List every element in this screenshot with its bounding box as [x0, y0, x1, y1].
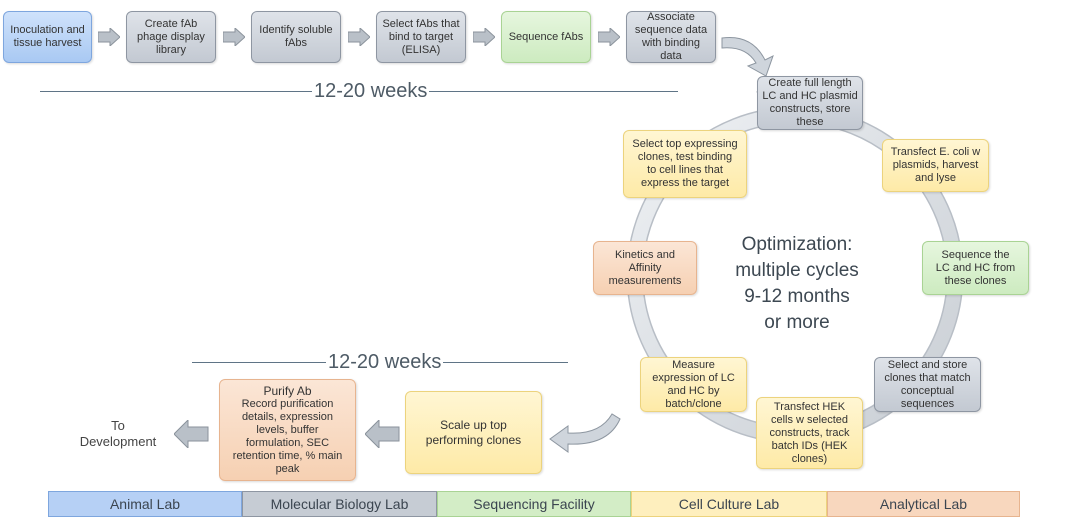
step-phage-library: Create fAb phage display library	[126, 11, 216, 63]
cycle-step-select-store-clones: Select and store clones that match conce…	[874, 357, 981, 412]
to-development-label: To Development	[79, 418, 157, 449]
cycle-step-create-plasmid: Create full length LC and HC plasmid con…	[757, 76, 863, 130]
arrow-right-icon	[598, 28, 620, 46]
curved-arrow-top-icon	[721, 36, 774, 77]
lab-cell-culture: Cell Culture Lab	[631, 491, 827, 517]
purify-ab-details: Record purification details, expression …	[232, 397, 343, 475]
arrow-right-icon	[473, 28, 495, 46]
cycle-step-measure-expression: Measure expression of LC and HC by batch…	[640, 357, 747, 412]
cycle-step-select-top-expressing: Select top expressing clones, test bindi…	[623, 130, 747, 198]
step-scale-up: Scale up top performing clones	[405, 391, 542, 474]
cycle-step-transfect-hek: Transfect HEK cells w selected construct…	[756, 397, 863, 469]
cycle-step-transfect-ecoli: Transfect E. coli w plasmids, harvest an…	[882, 139, 989, 192]
arrow-left-icon	[174, 420, 209, 448]
curved-arrow-bottom-icon	[549, 413, 621, 453]
arrow-left-icon	[365, 420, 400, 448]
arrow-right-icon	[223, 28, 245, 46]
step-identify-soluble: Identify soluble fAbs	[251, 11, 341, 63]
step-associate-data: Associate sequence data with binding dat…	[626, 11, 716, 63]
step-select-elisa: Select fAbs that bind to target (ELISA)	[376, 11, 466, 63]
arrow-right-icon	[98, 28, 120, 46]
arrow-right-icon	[348, 28, 370, 46]
optimization-label: Optimization: multiple cycles 9-12 month…	[735, 234, 859, 333]
step-inoculation: Inoculation and tissue harvest	[3, 11, 92, 63]
step-sequence-fabs: Sequence fAbs	[501, 11, 591, 63]
duration-label-top: 12-20 weeks	[312, 80, 430, 103]
lab-analytical: Analytical Lab	[827, 491, 1020, 517]
purify-ab-title: Purify Ab	[263, 383, 312, 398]
step-purify-ab: Purify Ab Record purification details, e…	[219, 379, 356, 481]
lab-animal: Animal Lab	[48, 491, 242, 517]
duration-label-bottom: 12-20 weeks	[326, 351, 444, 374]
cycle-step-sequence-lc-hc: Sequence the LC and HC from these clones	[922, 241, 1029, 295]
cycle-step-kinetics-affinity: Kinetics and Affinity measurements	[593, 241, 697, 295]
lab-molecular-biology: Molecular Biology Lab	[242, 491, 437, 517]
lab-sequencing: Sequencing Facility	[437, 491, 631, 517]
